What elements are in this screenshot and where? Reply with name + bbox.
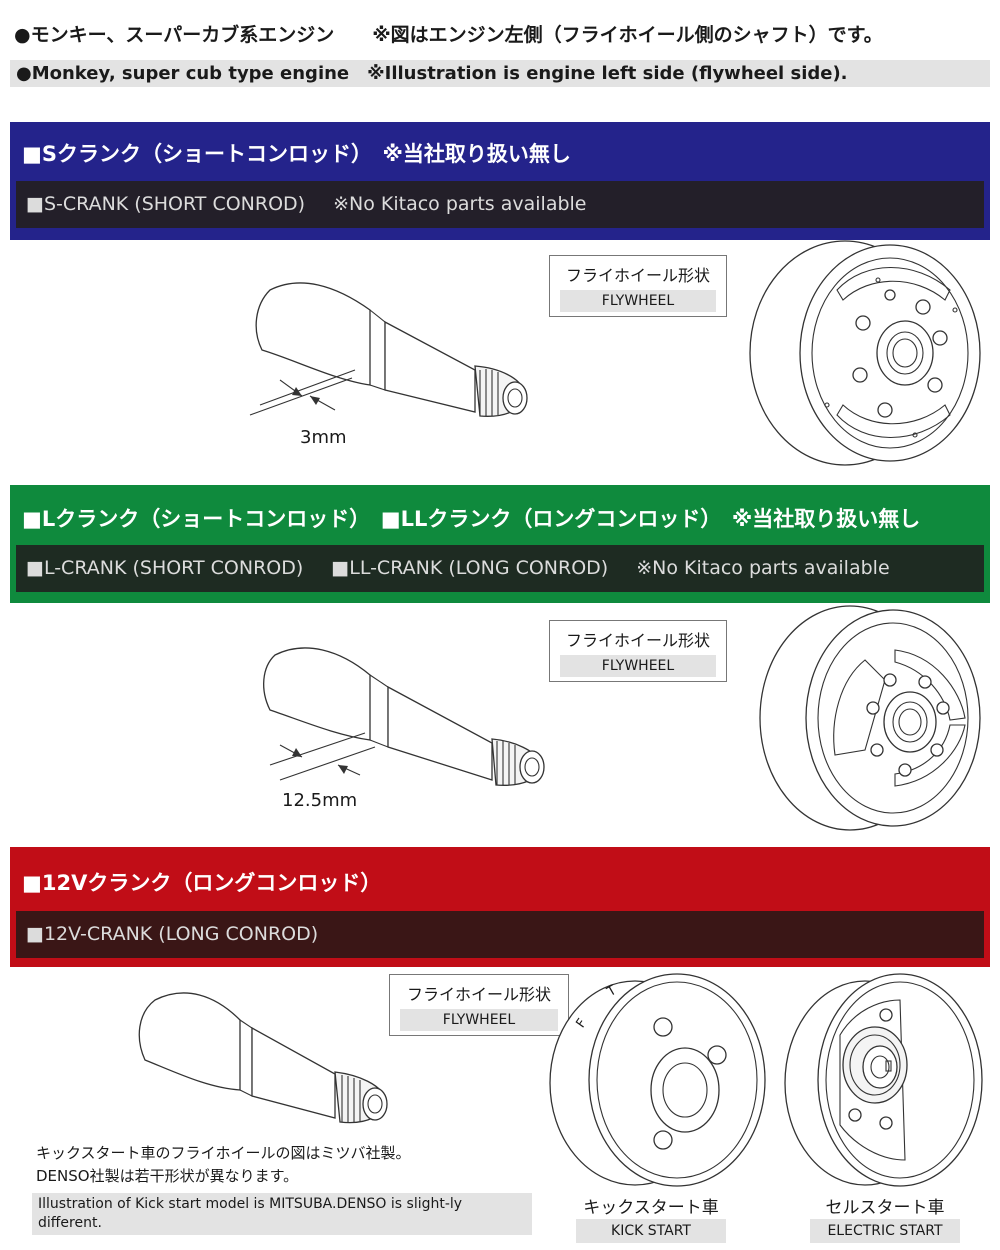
electric-start-caption-jp: セルスタート車 — [825, 1198, 945, 1218]
section-12v-crank-title: ■12Vクランク（ロングコンロッド） — [22, 871, 382, 895]
section-s-crank-subtitle: ■S-CRANK (SHORT CONROD) ※No Kitaco parts … — [16, 181, 984, 228]
l-crank-flywheel-label-jp: フライホイール形状 — [565, 631, 710, 650]
section-s-crank-title: ■Sクランク（ショートコンロッド） ※当社取り扱い無し — [22, 142, 571, 166]
s-crank-flywheel-label-en: FLYWHEEL — [560, 290, 716, 312]
section-l-crank-band: ■Lクランク（ショートコンロッド） ■LLクランク（ロングコンロッド） ※当社取… — [10, 485, 990, 603]
note-jp-line1: キックスタート車のフライホイールの図はミツバ社製。 — [36, 1144, 411, 1162]
section-l-crank-sub-note: ※No Kitaco parts available — [636, 557, 890, 579]
s-crank-flywheel-drawing — [749, 240, 981, 466]
s-crank-flywheel-label: フライホイール形状 FLYWHEEL — [549, 255, 727, 317]
12v-crank-flywheel-label-jp: フライホイール形状 — [406, 985, 551, 1004]
section-12v-crank-band: ■12Vクランク（ロングコンロッド） ■12V-CRANK (LONG CONR… — [10, 847, 990, 967]
l-crank-shaft-drawing — [263, 647, 545, 786]
l-crank-flywheel-label-en: FLYWHEEL — [560, 655, 716, 677]
note-en: Illustration of Kick start model is MITS… — [32, 1193, 532, 1235]
l-crank-flywheel-label: フライホイール形状 FLYWHEEL — [549, 620, 727, 682]
header-en: ●Monkey, super cub type engine ※Illustra… — [10, 60, 990, 87]
section-s-crank-band: ■Sクランク（ショートコンロッド） ※当社取り扱い無し ■S-CRANK (SH… — [10, 122, 990, 240]
s-crank-shaft-drawing — [249, 282, 528, 417]
section-s-crank-sub-name: ■S-CRANK (SHORT CONROD) — [26, 193, 306, 215]
l-crank-dimension: 12.5mm — [282, 790, 358, 811]
kick-start-flywheel-drawing — [549, 973, 766, 1187]
l-crank-flywheel-drawing — [759, 605, 981, 831]
electric-start-caption-en: ELECTRIC START — [810, 1219, 960, 1243]
s-crank-dimension: 3mm — [300, 427, 347, 448]
section-s-crank-sub-note: ※No Kitaco parts available — [333, 193, 587, 215]
kick-start-caption-jp: キックスタート車 — [583, 1198, 719, 1218]
section-ll-crank-sub-name: ■LL-CRANK (LONG CONROD) — [331, 557, 609, 579]
section-l-crank-title: ■Lクランク（ショートコンロッド） ■LLクランク（ロングコンロッド） ※当社取… — [22, 507, 921, 531]
electric-start-flywheel-drawing — [784, 973, 983, 1187]
section-12v-crank-sub-name: ■12V-CRANK (LONG CONROD) — [26, 923, 319, 945]
kick-start-caption-en: KICK START — [576, 1219, 726, 1243]
section-l-crank-subtitle: ■L-CRANK (SHORT CONROD) ■LL-CRANK (LONG C… — [16, 545, 984, 592]
s-crank-flywheel-label-jp: フライホイール形状 — [565, 266, 710, 285]
12v-crank-shaft-drawing — [138, 992, 388, 1124]
section-l-crank-sub-name: ■L-CRANK (SHORT CONROD) — [26, 557, 304, 579]
12v-crank-flywheel-label-en: FLYWHEEL — [400, 1009, 558, 1031]
note-jp-line2: DENSO社製は若干形状が異なります。 — [36, 1167, 299, 1185]
header-jp: ●モンキー、スーパーカブ系エンジン ※図はエンジン左側（フライホイール側のシャフ… — [14, 24, 883, 46]
section-12v-crank-subtitle: ■12V-CRANK (LONG CONROD) — [16, 911, 984, 958]
12v-crank-flywheel-label: フライホイール形状 FLYWHEEL — [389, 974, 569, 1036]
